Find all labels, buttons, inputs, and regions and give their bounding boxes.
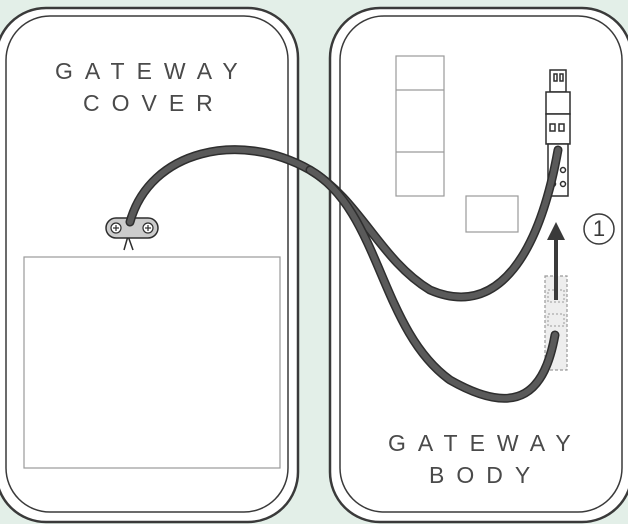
step-number: 1: [592, 216, 606, 241]
cable-icon: [125, 145, 563, 403]
gateway-cover-panel: [0, 6, 300, 524]
cover-label-line2: COVER: [83, 90, 225, 116]
up-arrow-icon: [547, 222, 565, 300]
body-label-line1: GATEWAY: [388, 430, 583, 456]
cable-clip-icon: [105, 217, 159, 251]
body-label-line2: BODY: [429, 462, 543, 488]
gateway-body-panel: [328, 6, 628, 524]
cover-window-outline: [23, 256, 281, 469]
board-components: [395, 55, 519, 233]
step-number-circle: [583, 213, 615, 245]
cover-label-line1: GATEWAY: [55, 58, 250, 84]
